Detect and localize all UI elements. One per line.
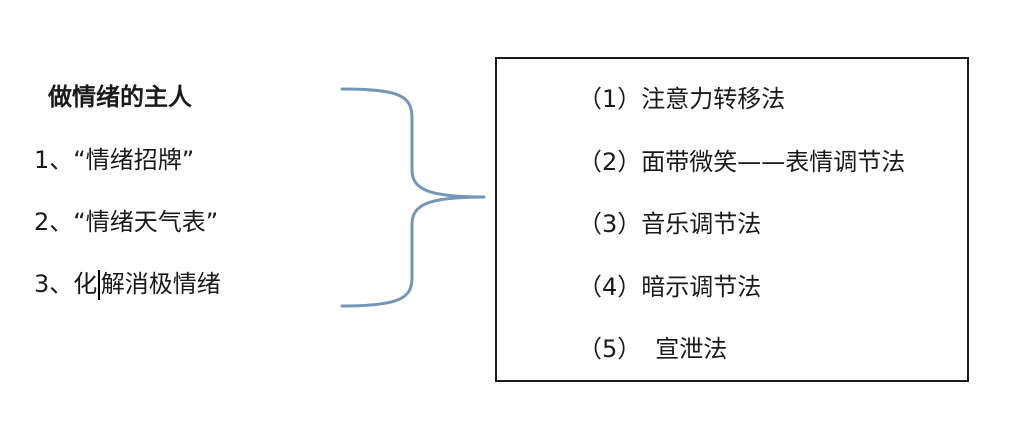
method-item-1: （1）注意力转移法 bbox=[578, 85, 786, 113]
left-item-1: 1、“情绪招牌” bbox=[34, 146, 195, 174]
text-cursor bbox=[98, 270, 100, 300]
method-item-2: （2）面带微笑——表情调节法 bbox=[578, 148, 906, 176]
left-item-3-part-2: 解消极情绪 bbox=[100, 270, 221, 298]
method-item-3: （3）音乐调节法 bbox=[578, 210, 762, 238]
method-item-5-label: 宣泄法 bbox=[655, 335, 728, 363]
method-item-4: （4）暗示调节法 bbox=[578, 273, 762, 301]
left-item-3: 3、化解消极情绪 bbox=[34, 267, 221, 301]
left-item-2: 2、“情绪天气表” bbox=[34, 208, 219, 236]
method-item-5: （5） 宣泄法 bbox=[578, 332, 727, 366]
method-item-5-number: （5） bbox=[578, 335, 642, 363]
curly-brace-shape bbox=[340, 87, 486, 308]
diagram-title: 做情绪的主人 bbox=[48, 83, 192, 111]
methods-box bbox=[495, 57, 969, 382]
left-item-3-part-1: 3、化 bbox=[34, 270, 98, 298]
